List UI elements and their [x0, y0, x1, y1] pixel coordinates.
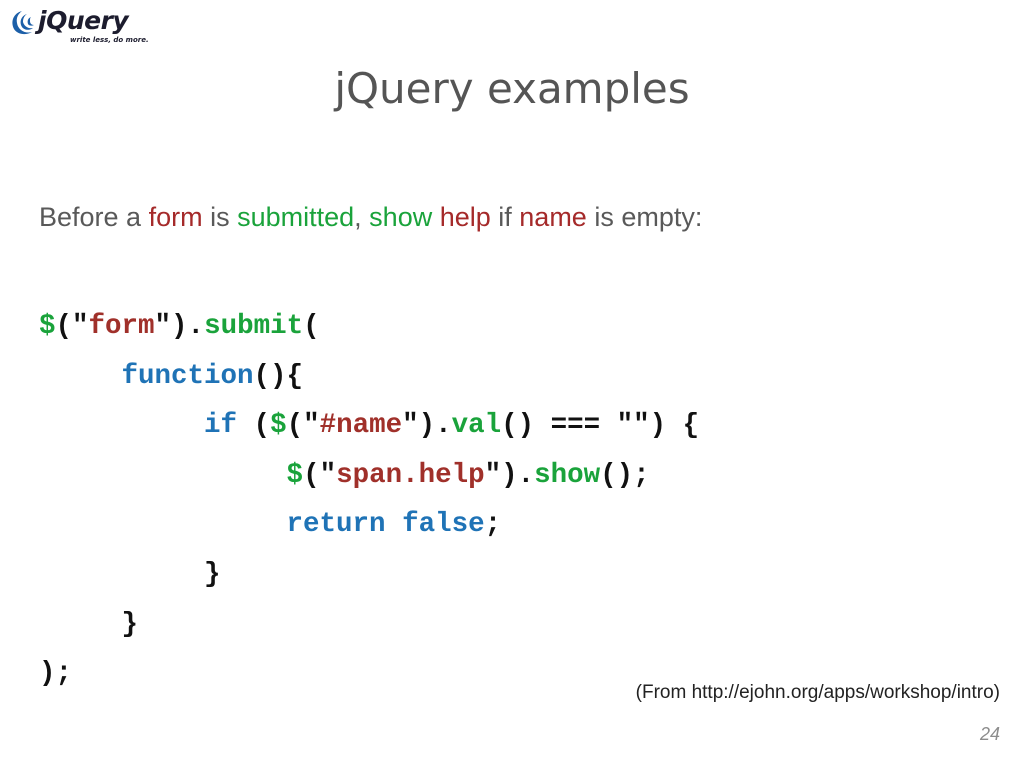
code-token: ( — [303, 311, 320, 342]
code-line: } — [39, 600, 699, 650]
code-token: "). — [484, 459, 535, 491]
code-line: $("form").submit( — [39, 302, 699, 352]
lead-segment: , — [354, 202, 370, 232]
code-line: function(){ — [39, 352, 699, 402]
code-token: () === "") { — [501, 410, 700, 442]
lead-segment — [432, 202, 440, 232]
code-token: submit — [204, 311, 304, 342]
code-token: (" — [303, 459, 337, 491]
page-number: 24 — [979, 724, 1000, 744]
lead-segment: Before a — [39, 202, 149, 232]
code-token: return false — [286, 509, 485, 541]
lead-segment: if — [490, 202, 520, 232]
slide-title: jQuery examples — [334, 64, 690, 113]
lead-segment: submitted — [237, 202, 355, 232]
code-block: $("form").submit( function(){ if ($("#na… — [39, 302, 699, 699]
code-token: $ — [39, 311, 56, 342]
lead-segment: is empty: — [586, 202, 703, 232]
code-line: $("span.help").show(); — [39, 451, 699, 501]
code-token: ; — [484, 509, 502, 541]
lead-segment: form — [148, 202, 203, 232]
code-token: $ — [286, 459, 304, 491]
code-token: } — [39, 608, 139, 640]
code-token: $ — [270, 410, 287, 442]
code-line: ); — [39, 649, 699, 699]
code-token: if — [204, 410, 238, 442]
lead-segment: name — [519, 202, 587, 232]
code-token: } — [39, 558, 221, 590]
code-token: ); — [39, 658, 73, 690]
code-token: "). — [154, 311, 205, 342]
code-token: show — [534, 459, 601, 491]
code-token — [39, 460, 287, 491]
code-token: #name — [319, 410, 403, 442]
code-token: function — [121, 360, 254, 392]
source-citation: (From http://ejohn.org/apps/workshop/int… — [635, 682, 1000, 703]
code-token: span.help — [336, 459, 485, 491]
code-token — [39, 410, 204, 441]
code-token: (" — [55, 311, 89, 342]
logo-tagline: write less, do more. — [70, 36, 149, 44]
code-line: if ($("#name").val() === "") { — [39, 401, 699, 451]
jquery-swirl-icon — [12, 11, 34, 35]
code-token: ( — [237, 410, 271, 442]
code-token — [39, 361, 122, 392]
lead-segment: show — [369, 202, 433, 232]
code-line: return false; — [39, 500, 699, 550]
code-token: "). — [402, 410, 452, 442]
code-token — [39, 509, 287, 540]
jquery-logo: jQuery write less, do more. — [8, 6, 158, 48]
code-token: (); — [600, 459, 650, 491]
code-line: } — [39, 550, 699, 600]
logo-wordmark: jQuery — [38, 6, 129, 35]
code-token: form — [88, 311, 155, 342]
code-token: (" — [286, 410, 320, 442]
lead-segment: is — [202, 202, 238, 232]
code-token: val — [451, 410, 502, 442]
slide-lead-text: Before a form is submitted, show help if… — [39, 202, 702, 233]
lead-segment: help — [439, 202, 491, 232]
code-token: (){ — [253, 360, 304, 392]
